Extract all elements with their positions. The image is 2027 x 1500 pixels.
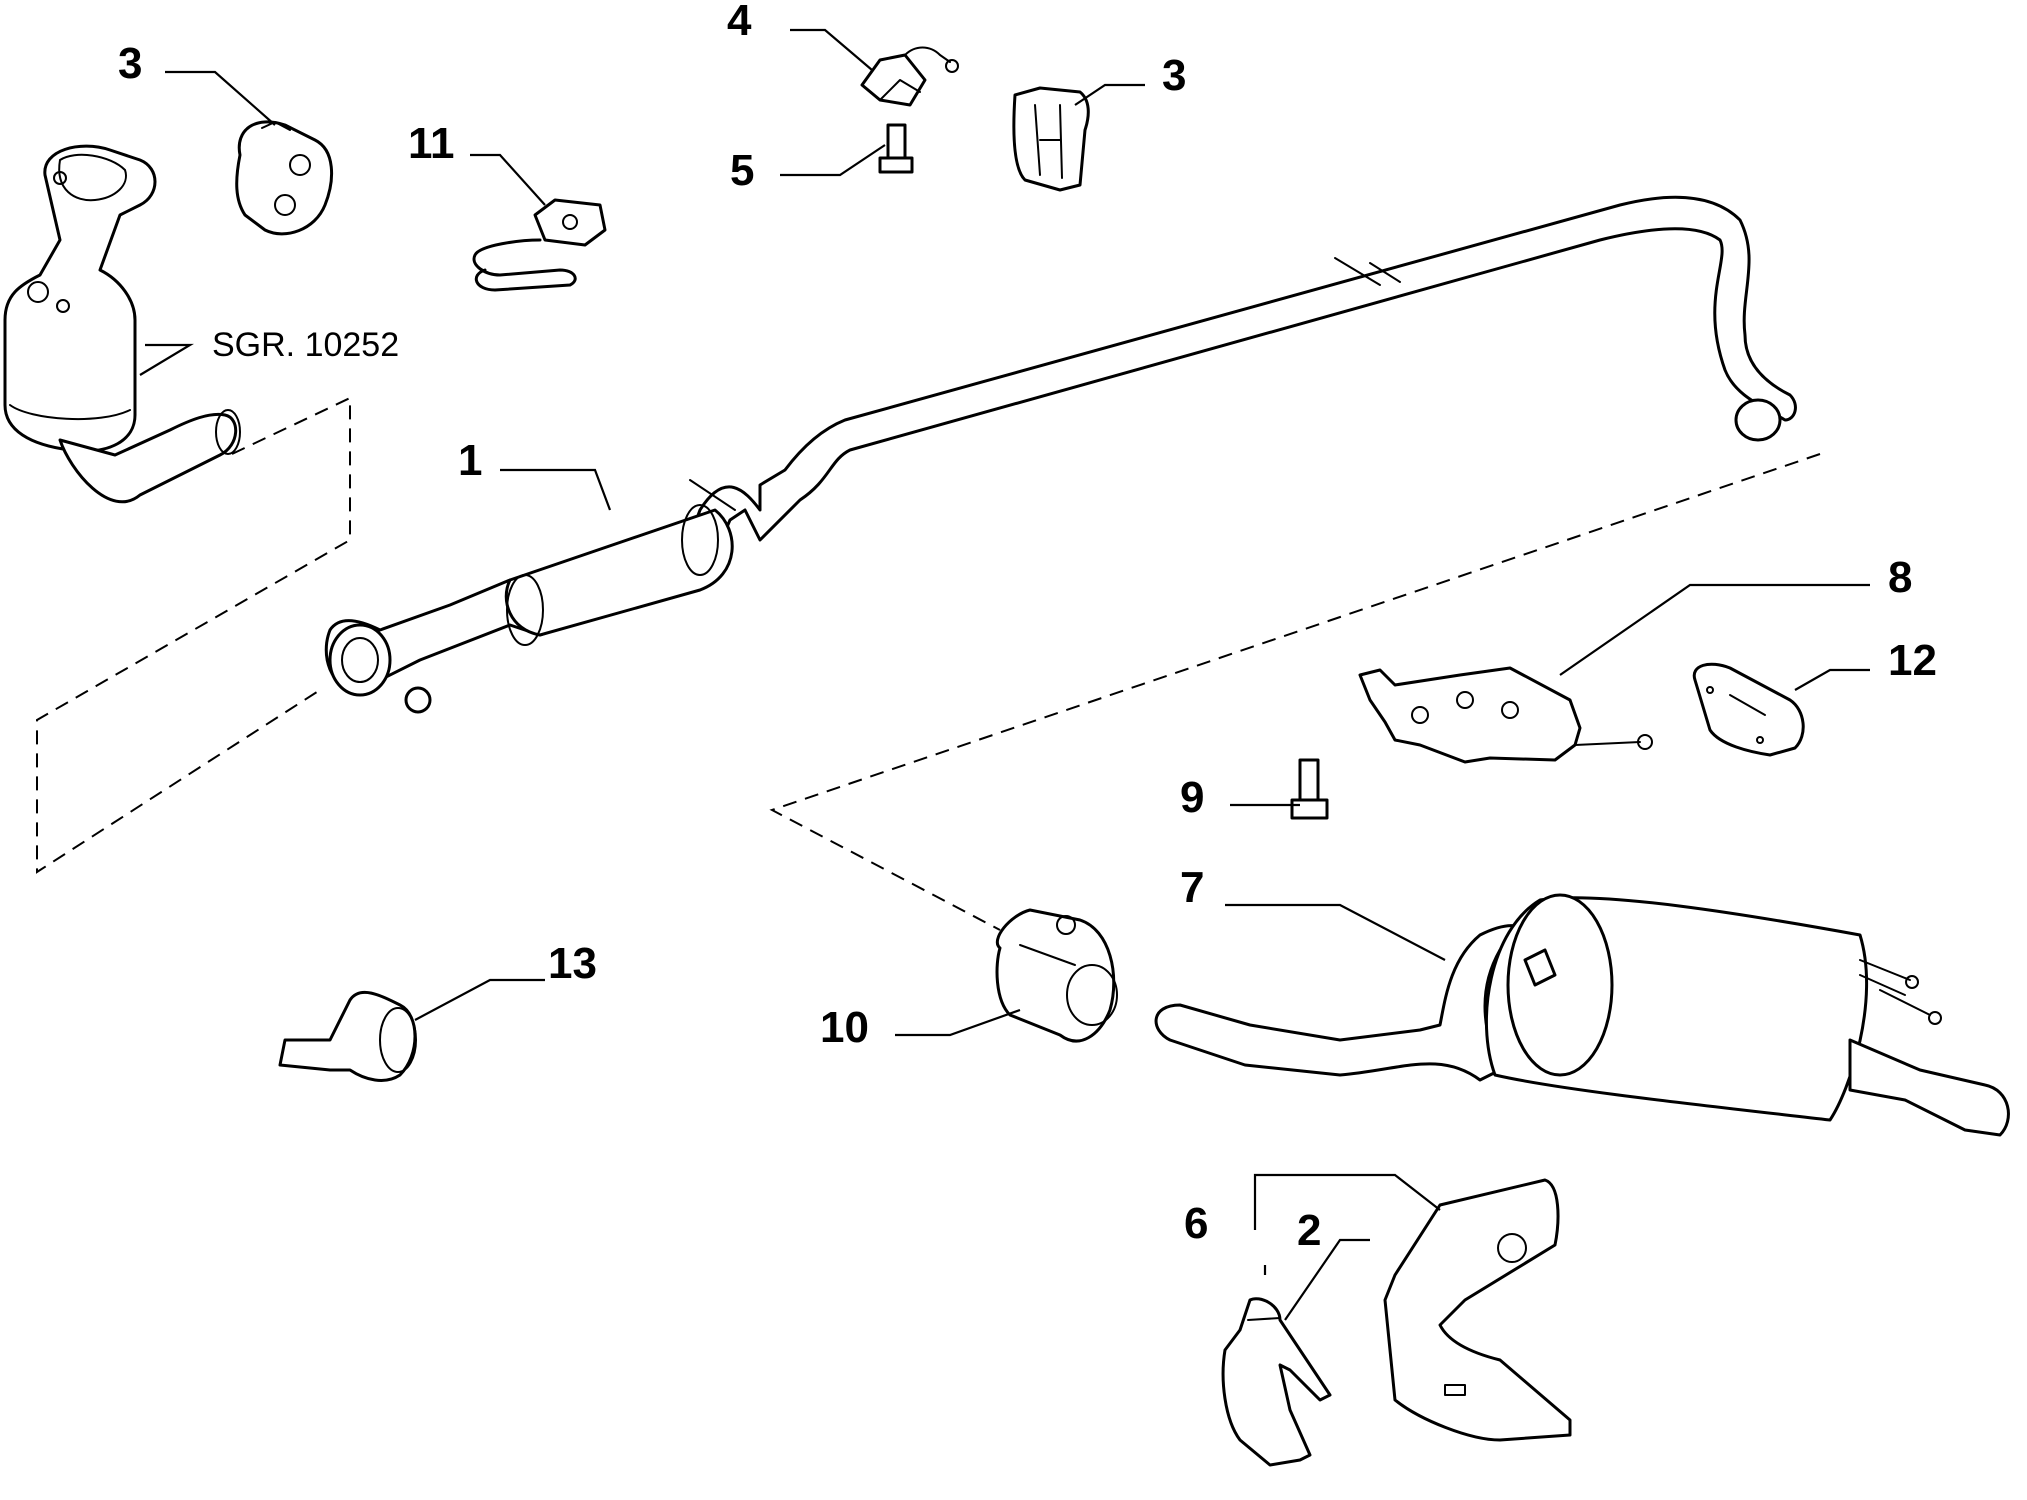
callout-3-left: 3 <box>118 39 142 88</box>
callout-6: 6 <box>1184 1199 1208 1248</box>
clamp-part-13 <box>278 990 417 1082</box>
callout-9: 9 <box>1180 773 1204 822</box>
callout-12: 12 <box>1888 636 1937 685</box>
callout-10: 10 <box>820 1003 869 1052</box>
callout-2: 2 <box>1297 1206 1321 1255</box>
clip-part-2 <box>1221 1297 1332 1467</box>
mounting-bracket-part-8 <box>1358 666 1653 764</box>
callout-1: 1 <box>458 436 482 485</box>
catalytic-converter-manifold <box>3 144 241 504</box>
callout-4: 4 <box>727 0 752 45</box>
front-pipe-with-catalyst <box>324 195 1797 714</box>
rubber-mount-right <box>1012 86 1090 192</box>
callout-5: 5 <box>730 146 754 195</box>
bracket-part-4 <box>860 46 959 107</box>
reference-label-sgr: SGR. 10252 <box>212 326 399 364</box>
rear-muffler <box>1154 893 2010 1137</box>
rubber-mount-left <box>235 120 334 236</box>
callout-labels: 3 11 4 5 3 1 8 12 9 7 10 13 6 2 SGR. 102… <box>118 0 1937 1255</box>
leader-lines <box>139 28 1870 1321</box>
callout-13: 13 <box>548 939 597 988</box>
callout-11: 11 <box>408 119 455 168</box>
bolt-part-5 <box>878 123 914 174</box>
bracket-part-6 <box>1383 1178 1572 1442</box>
callout-7: 7 <box>1180 863 1204 912</box>
clamp-part-10 <box>995 908 1118 1043</box>
callout-8: 8 <box>1888 553 1912 602</box>
rubber-mount-part-12 <box>1692 662 1805 757</box>
bolt-part-9 <box>1290 758 1329 820</box>
u-bolt-bracket <box>472 198 607 292</box>
callout-3-right: 3 <box>1162 51 1186 100</box>
dashed-connection-lines <box>36 396 1821 931</box>
